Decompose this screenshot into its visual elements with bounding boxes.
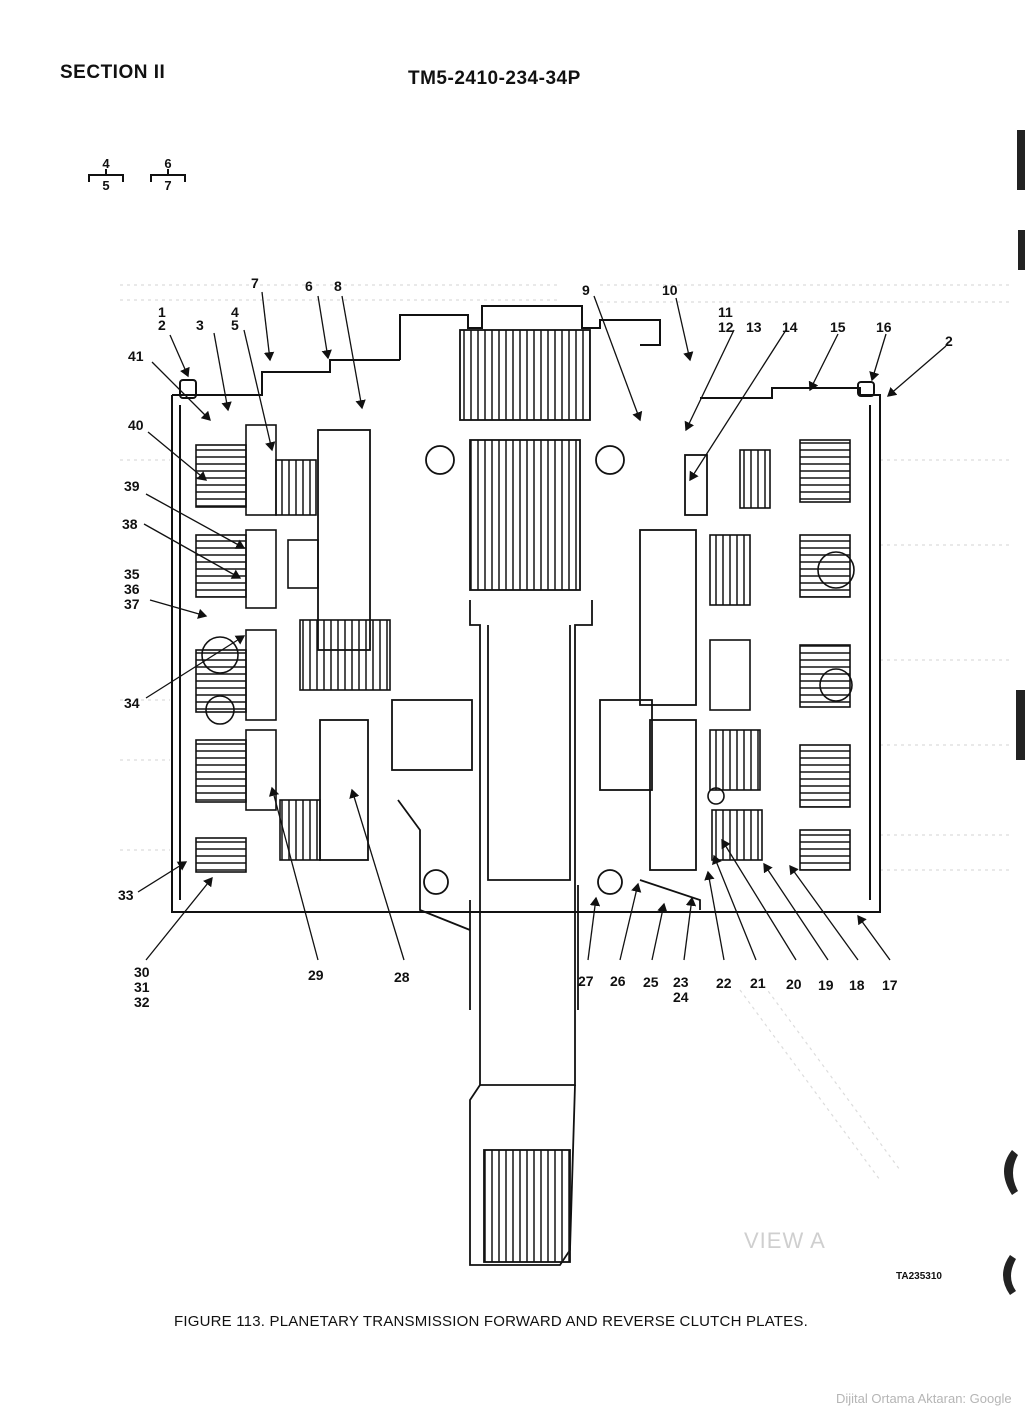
callout-19: 19 — [818, 977, 834, 993]
faded-parts-list-background — [120, 284, 1010, 1181]
callout-4: 4 — [231, 304, 239, 320]
callout-29: 29 — [308, 967, 324, 983]
leader-lines — [137, 291, 947, 961]
callout-7: 7 — [251, 275, 259, 291]
scan-credit: Dijital Ortama Aktaran: Google — [836, 1391, 1012, 1406]
callout-37: 37 — [124, 596, 140, 612]
housing-outline — [171, 305, 881, 913]
drawing-code: TA235310 — [896, 1271, 942, 1282]
sheet-key-top: 4 — [102, 156, 110, 171]
callout-14: 14 — [782, 319, 798, 335]
tm-number: TM5-2410-234-34P — [408, 68, 581, 89]
callout-2-right: 2 — [945, 333, 953, 349]
callout-20: 20 — [786, 976, 802, 992]
callout-8: 8 — [334, 278, 342, 294]
center-shaft-and-gears — [317, 329, 708, 1266]
callout-39: 39 — [124, 478, 140, 494]
callout-13: 13 — [746, 319, 762, 335]
section-label: SECTION II — [60, 62, 166, 83]
callout-18: 18 — [849, 977, 865, 993]
callout-24: 24 — [673, 989, 689, 1005]
callout-2: 2 — [158, 317, 166, 333]
callout-31: 31 — [134, 979, 150, 995]
callout-27: 27 — [578, 973, 594, 989]
callout-5: 5 — [231, 317, 239, 333]
callout-11: 11 — [718, 304, 733, 320]
callout-16: 16 — [876, 319, 892, 335]
callout-3: 3 — [196, 317, 204, 333]
callout-28: 28 — [394, 969, 410, 985]
callout-10: 10 — [662, 282, 678, 298]
callout-41: 41 — [128, 348, 144, 364]
callout-6: 6 — [305, 278, 313, 294]
callout-9: 9 — [582, 282, 590, 298]
callout-38: 38 — [122, 516, 138, 532]
sheet-key-bottom: 7 — [164, 178, 172, 193]
callout-1: 1 — [158, 304, 166, 320]
page-edge-marks — [1003, 130, 1025, 1295]
callout-34: 34 — [124, 695, 140, 711]
callout-12: 12 — [718, 319, 734, 335]
callout-23: 23 — [673, 974, 689, 990]
callout-15: 15 — [830, 319, 846, 335]
sheet-key-bottom: 5 — [102, 178, 110, 193]
callout-36: 36 — [124, 581, 140, 597]
callout-40: 40 — [128, 417, 144, 433]
sheet-key-4-5: 4 5 — [86, 156, 126, 196]
callout-32: 32 — [134, 994, 150, 1010]
left-clutch-packs — [195, 424, 391, 873]
callout-33: 33 — [118, 887, 134, 903]
callout-25: 25 — [643, 974, 659, 990]
view-a-label: VIEW A — [744, 1228, 826, 1253]
callout-30: 30 — [134, 964, 150, 980]
figure-caption: FIGURE 113. PLANETARY TRANSMISSION FORWA… — [174, 1313, 808, 1330]
right-clutch-packs — [707, 439, 855, 871]
callout-26: 26 — [610, 973, 626, 989]
sheet-key-top: 6 — [164, 156, 172, 171]
callout-17: 17 — [882, 977, 898, 993]
callout-35: 35 — [124, 566, 140, 582]
callout-22: 22 — [716, 975, 732, 991]
callout-21: 21 — [750, 975, 766, 991]
sheet-key-6-7: 6 7 — [148, 156, 188, 196]
